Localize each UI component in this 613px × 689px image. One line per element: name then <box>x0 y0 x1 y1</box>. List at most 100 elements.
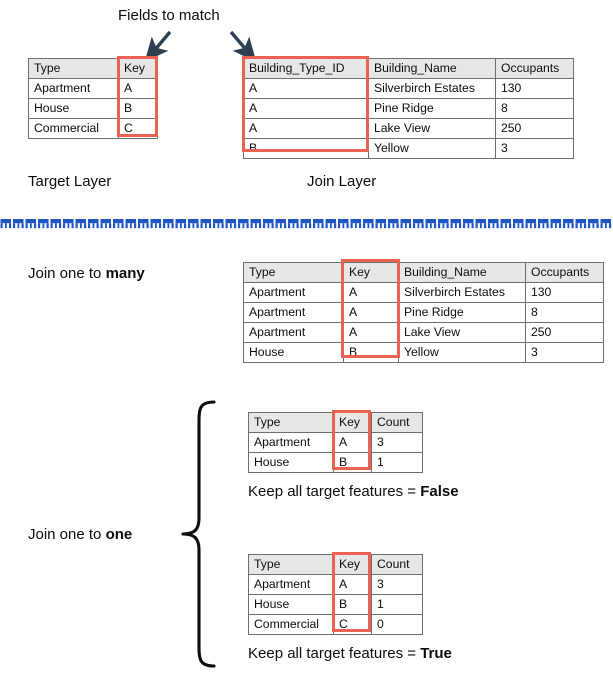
cell-type: House <box>248 594 334 615</box>
table-row: House B <box>28 98 158 119</box>
column-header-type: Type <box>243 262 344 283</box>
column-header-count: Count <box>371 554 423 575</box>
cell-count: 0 <box>371 614 423 635</box>
cell-type: Apartment <box>28 78 119 99</box>
cell-key: A <box>333 574 372 595</box>
cell-key: C <box>118 118 158 139</box>
column-header-count: Count <box>371 412 423 433</box>
table-row: A Lake View 250 <box>243 118 574 139</box>
table-target-layer: Type Key Apartment A House B Commercial … <box>28 58 158 139</box>
table-header-row: Type Key <box>28 58 158 79</box>
arrow-down-left-icon <box>144 30 172 62</box>
table-header-row: Type Key Count <box>248 554 423 575</box>
column-header-key: Key <box>333 412 372 433</box>
column-header-type: Type <box>28 58 119 79</box>
cell-type: House <box>28 98 119 119</box>
table-row: Apartment A 3 <box>248 574 423 595</box>
cell-occupants: 3 <box>495 138 574 159</box>
column-header-building-type-id: Building_Type_ID <box>243 58 369 79</box>
cell-count: 3 <box>371 432 423 453</box>
cell-building-name: Pine Ridge <box>398 302 526 323</box>
cell-occupants: 130 <box>525 282 604 303</box>
cell-building-name: Pine Ridge <box>368 98 496 119</box>
cell-building-name: Lake View <box>398 322 526 343</box>
table-row: Commercial C 0 <box>248 614 423 635</box>
column-header-type: Type <box>248 412 334 433</box>
cell-type: Apartment <box>243 302 344 323</box>
cell-building-type-id: A <box>243 98 369 119</box>
cell-occupants: 8 <box>495 98 574 119</box>
cell-building-name: Yellow <box>368 138 496 159</box>
cell-type: Apartment <box>243 282 344 303</box>
table-one-to-one-true: Type Key Count Apartment A 3 House B 1 C… <box>248 554 423 635</box>
join-one-to-many-prefix: Join one to <box>28 265 106 282</box>
keep-all-true-prefix: Keep all target features = <box>248 645 421 662</box>
table-row: Apartment A 3 <box>248 432 423 453</box>
keep-all-false-value: False <box>420 483 459 500</box>
table-row: House B Yellow 3 <box>243 342 604 363</box>
table-header-row: Building_Type_ID Building_Name Occupants <box>243 58 574 79</box>
cell-occupants: 250 <box>495 118 574 139</box>
join-one-to-many-label: Join one to many <box>28 265 145 283</box>
cell-building-name: Lake View <box>368 118 496 139</box>
table-join-layer: Building_Type_ID Building_Name Occupants… <box>243 58 574 159</box>
cell-key: A <box>343 322 399 343</box>
join-one-to-one-prefix: Join one to <box>28 526 106 543</box>
column-header-type: Type <box>248 554 334 575</box>
cell-type: Commercial <box>248 614 334 635</box>
column-header-occupants: Occupants <box>495 58 574 79</box>
cell-key: A <box>343 302 399 323</box>
join-one-to-one-label: Join one to one <box>28 526 133 544</box>
cell-occupants: 3 <box>525 342 604 363</box>
cell-type: Apartment <box>248 574 334 595</box>
cell-type: Commercial <box>28 118 119 139</box>
cell-building-type-id: A <box>243 118 369 139</box>
column-header-key: Key <box>118 58 158 79</box>
cell-occupants: 8 <box>525 302 604 323</box>
keep-all-false-label: Keep all target features = False <box>248 483 459 501</box>
table-row: Apartment A Silverbirch Estates 130 <box>243 282 604 303</box>
cell-key: B <box>333 452 372 473</box>
cell-key: C <box>333 614 372 635</box>
table-row: A Pine Ridge 8 <box>243 98 574 119</box>
cell-key: A <box>118 78 158 99</box>
target-layer-label: Target Layer <box>28 173 112 190</box>
cell-key: A <box>343 282 399 303</box>
table-one-to-one-false: Type Key Count Apartment A 3 House B 1 <box>248 412 423 473</box>
join-layer-label: Join Layer <box>307 173 377 190</box>
column-header-building-name: Building_Name <box>398 262 526 283</box>
column-header-key: Key <box>343 262 399 283</box>
cell-type: House <box>243 342 344 363</box>
table-row: Apartment A <box>28 78 158 99</box>
table-row: Apartment A Pine Ridge 8 <box>243 302 604 323</box>
table-row: Apartment A Lake View 250 <box>243 322 604 343</box>
cell-key: B <box>118 98 158 119</box>
column-header-building-name: Building_Name <box>368 58 496 79</box>
keep-all-false-prefix: Keep all target features = <box>248 483 421 500</box>
table-row: B Yellow 3 <box>243 138 574 159</box>
keep-all-true-label: Keep all target features = True <box>248 645 452 663</box>
cell-building-type-id: B <box>243 138 369 159</box>
cell-type: Apartment <box>243 322 344 343</box>
cell-key: B <box>343 342 399 363</box>
decorative-divider-icon <box>0 218 613 231</box>
join-one-to-many-emphasis: many <box>105 265 145 282</box>
arrow-down-right-icon <box>229 30 257 62</box>
cell-building-name: Yellow <box>398 342 526 363</box>
cell-building-name: Silverbirch Estates <box>368 78 496 99</box>
cell-count: 1 <box>371 452 423 473</box>
table-header-row: Type Key Count <box>248 412 423 433</box>
column-header-occupants: Occupants <box>525 262 604 283</box>
cell-key: B <box>333 594 372 615</box>
cell-building-type-id: A <box>243 78 369 99</box>
table-row: A Silverbirch Estates 130 <box>243 78 574 99</box>
cell-type: Apartment <box>248 432 334 453</box>
fields-to-match-title: Fields to match <box>118 7 220 24</box>
table-one-to-many-result: Type Key Building_Name Occupants Apartme… <box>243 262 604 363</box>
table-header-row: Type Key Building_Name Occupants <box>243 262 604 283</box>
cell-occupants: 250 <box>525 322 604 343</box>
cell-count: 3 <box>371 574 423 595</box>
join-one-to-one-emphasis: one <box>105 526 133 543</box>
table-row: House B 1 <box>248 452 423 473</box>
